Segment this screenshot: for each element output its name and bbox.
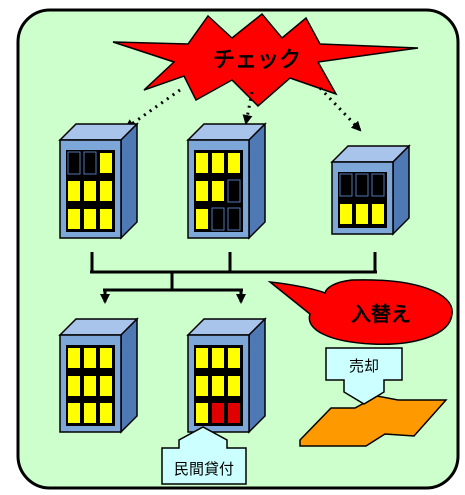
window-dark	[67, 151, 81, 175]
window-lit	[84, 403, 96, 423]
window-lit	[196, 403, 208, 423]
window-dark	[339, 173, 353, 197]
window-lit	[196, 348, 208, 368]
building-top-right	[330, 144, 411, 236]
window-lit	[212, 181, 224, 201]
check-burst: チェック	[112, 12, 419, 108]
window-dark	[227, 179, 241, 203]
sale-group: 売却	[299, 347, 448, 447]
window-lit	[228, 348, 240, 368]
replacement-connectors	[90, 252, 377, 304]
window-lit	[68, 376, 80, 396]
window-dark	[355, 173, 369, 197]
land-parcel	[299, 395, 448, 447]
building-top-middle	[186, 122, 267, 240]
window-lit	[228, 153, 240, 173]
window-lit	[100, 348, 112, 368]
private-loan-label: 民間貸付	[174, 460, 234, 478]
window-dark	[83, 151, 97, 175]
check-label: チェック	[213, 48, 301, 73]
window-lit	[100, 153, 112, 173]
window-lit	[196, 153, 208, 173]
window-dark	[211, 207, 225, 231]
check-arrow-middle	[242, 91, 254, 125]
window-lit	[84, 376, 96, 396]
window-lit	[212, 153, 224, 173]
window-lit	[356, 204, 368, 224]
sale-label: 売却	[349, 357, 379, 375]
window-lit	[68, 181, 80, 201]
window-lit	[68, 348, 80, 368]
window-lit	[68, 403, 80, 423]
window-lit	[340, 204, 352, 224]
window-lit	[196, 181, 208, 201]
window-lit	[212, 348, 224, 368]
window-lit	[100, 181, 112, 201]
window-lit	[84, 209, 96, 229]
window-lit	[228, 376, 240, 396]
window-lit	[84, 348, 96, 368]
window-lit	[100, 209, 112, 229]
window-red	[228, 403, 240, 423]
window-dark	[227, 207, 241, 231]
window-lit	[212, 376, 224, 396]
replace-label: 入替え	[351, 302, 411, 326]
check-arrow-right	[318, 86, 362, 132]
window-lit	[196, 376, 208, 396]
check-arrows	[124, 86, 362, 132]
window-lit	[84, 181, 96, 201]
sale-callout	[325, 347, 403, 405]
window-red	[212, 403, 224, 423]
window-dark	[371, 173, 385, 197]
replace-callout: 入替え	[267, 279, 453, 345]
window-lit	[68, 209, 80, 229]
building-bottom-middle	[186, 317, 267, 434]
window-lit	[100, 376, 112, 396]
window-lit	[196, 209, 208, 229]
private-loan-callout: 民間貸付	[161, 426, 247, 485]
building-top-left	[58, 122, 139, 240]
building-bottom-left	[58, 317, 139, 434]
window-lit	[372, 204, 384, 224]
window-lit	[100, 403, 112, 423]
